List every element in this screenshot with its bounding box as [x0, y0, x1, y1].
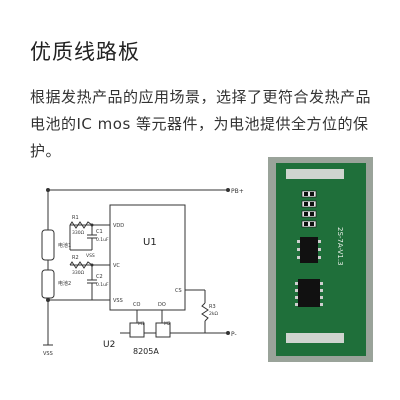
pb-plus-label: PB+	[231, 188, 244, 195]
circuit-schematic: PB+ P- U1 U2 8205A VDD VC VSS CS CO DO R…	[41, 188, 244, 357]
u2-label: U2	[103, 340, 115, 350]
vss-ground-label: VSS	[43, 351, 53, 357]
mosfet-part-label: 8205A	[133, 347, 159, 356]
pcb-silkscreen-text: 2S-7A-V1.3	[336, 227, 344, 266]
pin-vdd: VDD	[113, 223, 124, 229]
pcb-board	[276, 163, 366, 356]
c1-value: 0.1uF	[96, 237, 109, 243]
c1-label: C1	[96, 229, 103, 235]
p-minus-label: P-	[231, 331, 237, 338]
pin-vss: VSS	[113, 298, 123, 304]
u1-label: U1	[143, 237, 157, 248]
r2-value: 330Ω	[72, 270, 85, 276]
c2-label: C2	[96, 274, 103, 280]
r2-label: R2	[72, 255, 79, 261]
r1-value: 330Ω	[72, 230, 85, 236]
page-description: 根据发热产品的应用场景，选择了更符合发热产品电池的IC mos 等元器件，为电池…	[30, 88, 372, 160]
m1-label: M1	[138, 321, 145, 327]
pin-vc: VC	[113, 263, 120, 269]
r1-label: R1	[72, 215, 79, 221]
cell1-label: 电池1	[58, 242, 71, 249]
c2-value: 0.1uF	[96, 282, 109, 288]
vss-node-label: VSS	[86, 253, 95, 259]
r3-value: 2kΩ	[209, 311, 218, 317]
pin-do: DO	[158, 302, 166, 308]
pin-co: CO	[133, 302, 140, 308]
cell2-label: 电池2	[58, 280, 71, 287]
page-title: 优质线路板	[30, 40, 140, 64]
r3-label: R3	[209, 304, 216, 310]
pin-cs: CS	[175, 288, 182, 294]
m2-label: M2	[164, 321, 171, 327]
pcb-board-image: 2S-7A-V1.3	[268, 157, 373, 362]
